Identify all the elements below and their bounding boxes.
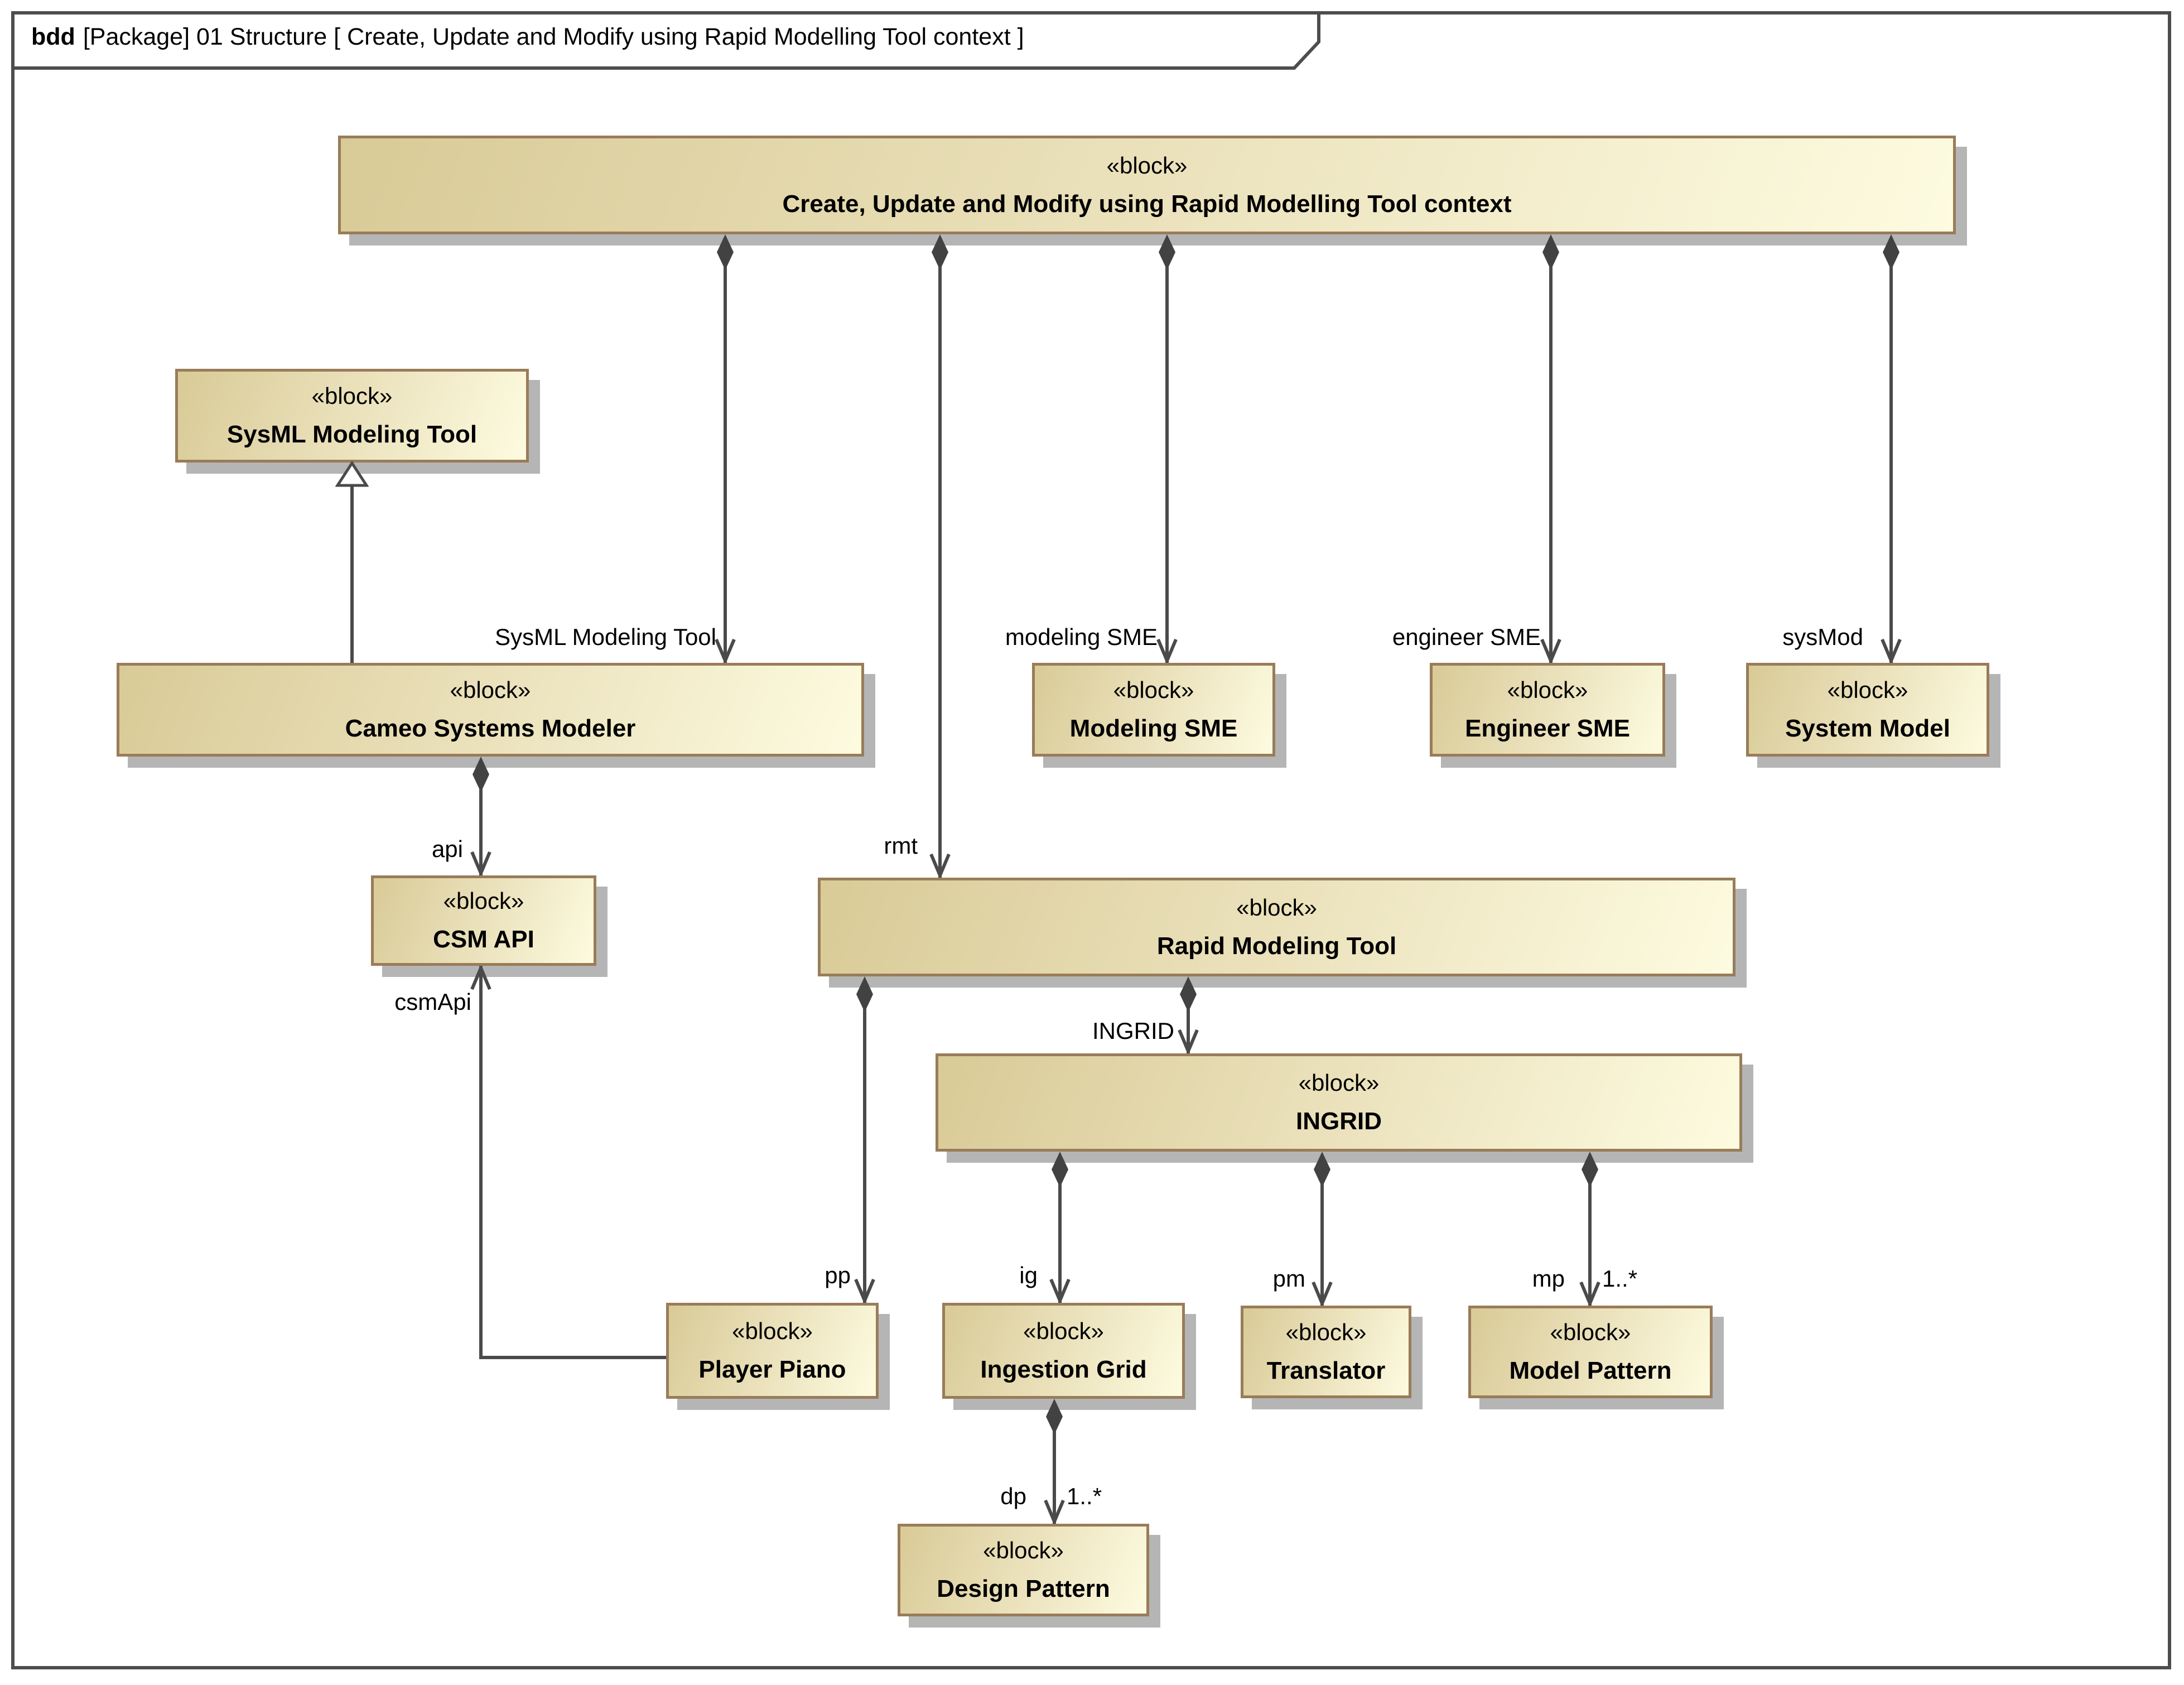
block-name: Modeling SME: [1069, 715, 1238, 742]
role-label-api: api: [431, 836, 463, 862]
block-name: Design Pattern: [937, 1575, 1110, 1602]
role-label-pm: pm: [1272, 1265, 1305, 1292]
block-name: Rapid Modeling Tool: [1156, 932, 1397, 960]
block-name: Create, Update and Modify using Rapid Mo…: [782, 190, 1512, 218]
block-model-pattern[interactable]: «block» Model Pattern: [1468, 1306, 1713, 1398]
diagram-title: bdd [Package] 01 Structure [ Create, Upda…: [31, 23, 1303, 51]
role-label-modeling-sme: modeling SME: [1005, 624, 1158, 650]
frame-title-tab: [11, 11, 1320, 70]
block-name: Cameo Systems Modeler: [345, 715, 636, 742]
stereotype-label: «block»: [983, 1537, 1064, 1563]
stereotype-label: «block»: [1106, 152, 1188, 179]
block-system-model[interactable]: «block» System Model: [1746, 663, 1989, 757]
edge-rmt-playerpiano-line[interactable]: [863, 1009, 866, 1303]
open-arrowhead-icon: [1312, 1281, 1333, 1306]
open-arrowhead-icon: [1178, 1029, 1199, 1053]
edge-rmt-ingrid-line[interactable]: [1187, 1009, 1190, 1053]
block-name: Ingestion Grid: [980, 1356, 1147, 1383]
edge-playerpiano-csmapi-hline[interactable]: [479, 1356, 666, 1359]
block-name: CSM API: [433, 926, 534, 953]
block-engineer-sme[interactable]: «block» Engineer SME: [1430, 663, 1665, 757]
diagram-title-text: [Package] 01 Structure [ Create, Update …: [83, 23, 1024, 50]
role-label-sysml-modeling-tool: SysML Modeling Tool: [495, 624, 716, 650]
stereotype-label: «block»: [1507, 677, 1588, 703]
stereotype-label: «block»: [1298, 1070, 1380, 1096]
multiplicity-label-dp: 1..*: [1067, 1483, 1102, 1509]
stereotype-label: «block»: [450, 677, 531, 703]
open-arrowhead-icon: [1156, 638, 1178, 663]
open-arrowhead-icon: [715, 638, 736, 663]
role-label-engineer-sme: engineer SME: [1392, 624, 1541, 650]
open-arrowhead-icon: [1881, 638, 1902, 663]
open-arrowhead-icon: [470, 851, 491, 875]
role-label-ig: ig: [1019, 1262, 1038, 1288]
open-arrowhead-up-icon: [470, 966, 491, 990]
generalization-cameo-to-sysmltool-line[interactable]: [350, 484, 354, 663]
block-ingestion-grid[interactable]: «block» Ingestion Grid: [942, 1303, 1185, 1399]
edge-ingrid-ingestiongrid-line[interactable]: [1058, 1184, 1062, 1303]
edge-context-rmt-line[interactable]: [938, 267, 942, 878]
diagram-kind-keyword: bdd: [31, 23, 75, 50]
block-design-pattern[interactable]: «block» Design Pattern: [898, 1524, 1149, 1616]
block-name: Translator: [1266, 1357, 1386, 1384]
block-sysml-modeling-tool[interactable]: «block» SysML Modeling Tool: [175, 369, 529, 463]
edge-ingrid-translator-line[interactable]: [1320, 1184, 1324, 1306]
multiplicity-label-mp: 1..*: [1602, 1265, 1638, 1292]
generalization-triangle-icon: [335, 461, 369, 487]
edge-context-modelingsme-line[interactable]: [1165, 267, 1169, 663]
stereotype-label: «block»: [732, 1318, 813, 1344]
edge-ingrid-modelpattern-line[interactable]: [1588, 1184, 1592, 1306]
role-label-rmt: rmt: [884, 832, 918, 859]
stereotype-label: «block»: [1113, 677, 1194, 703]
edge-ingestiongrid-designpattern-line[interactable]: [1053, 1431, 1056, 1524]
edge-cameo-csmapi-line[interactable]: [479, 789, 483, 875]
open-arrowhead-icon: [1579, 1281, 1600, 1306]
block-ingrid[interactable]: «block» INGRID: [936, 1053, 1742, 1152]
edge-context-cameo-line[interactable]: [724, 267, 727, 663]
block-modeling-sme[interactable]: «block» Modeling SME: [1032, 663, 1275, 757]
block-translator[interactable]: «block» Translator: [1241, 1306, 1411, 1398]
edge-playerpiano-csmapi-vline[interactable]: [479, 966, 483, 1357]
block-name: Player Piano: [698, 1356, 846, 1383]
role-label-csmapi: csmApi: [394, 989, 471, 1015]
diagram-frame: [11, 11, 2171, 1669]
role-label-sysmod: sysMod: [1782, 624, 1863, 650]
open-arrowhead-icon: [929, 853, 951, 878]
open-arrowhead-icon: [1049, 1278, 1071, 1303]
block-context[interactable]: «block» Create, Update and Modify using …: [338, 136, 1956, 234]
block-csm-api[interactable]: «block» CSM API: [371, 875, 596, 966]
stereotype-label: «block»: [443, 888, 524, 914]
role-label-dp: dp: [1000, 1483, 1026, 1509]
block-name: Engineer SME: [1465, 715, 1630, 742]
stereotype-label: «block»: [1285, 1319, 1367, 1345]
open-arrowhead-icon: [854, 1278, 875, 1303]
role-label-mp: mp: [1532, 1265, 1565, 1292]
block-cameo-systems-modeler[interactable]: «block» Cameo Systems Modeler: [117, 663, 864, 757]
block-name: System Model: [1785, 715, 1950, 742]
stereotype-label: «block»: [1023, 1318, 1104, 1344]
open-arrowhead-icon: [1044, 1499, 1065, 1524]
block-name: SysML Modeling Tool: [226, 421, 478, 448]
role-label-ingrid: INGRID: [1092, 1018, 1174, 1044]
stereotype-label: «block»: [1236, 894, 1317, 921]
stereotype-label: «block»: [311, 383, 393, 409]
block-rapid-modeling-tool[interactable]: «block» Rapid Modeling Tool: [818, 878, 1735, 976]
edge-context-systemmodel-line[interactable]: [1889, 267, 1893, 663]
edge-context-engineersme-line[interactable]: [1549, 267, 1553, 663]
open-arrowhead-icon: [1540, 638, 1561, 663]
stereotype-label: «block»: [1550, 1319, 1631, 1345]
role-label-pp: pp: [825, 1262, 851, 1288]
block-name: Model Pattern: [1509, 1357, 1672, 1384]
stereotype-label: «block»: [1827, 677, 1908, 703]
block-player-piano[interactable]: «block» Player Piano: [666, 1303, 879, 1399]
block-name: INGRID: [1296, 1108, 1382, 1135]
